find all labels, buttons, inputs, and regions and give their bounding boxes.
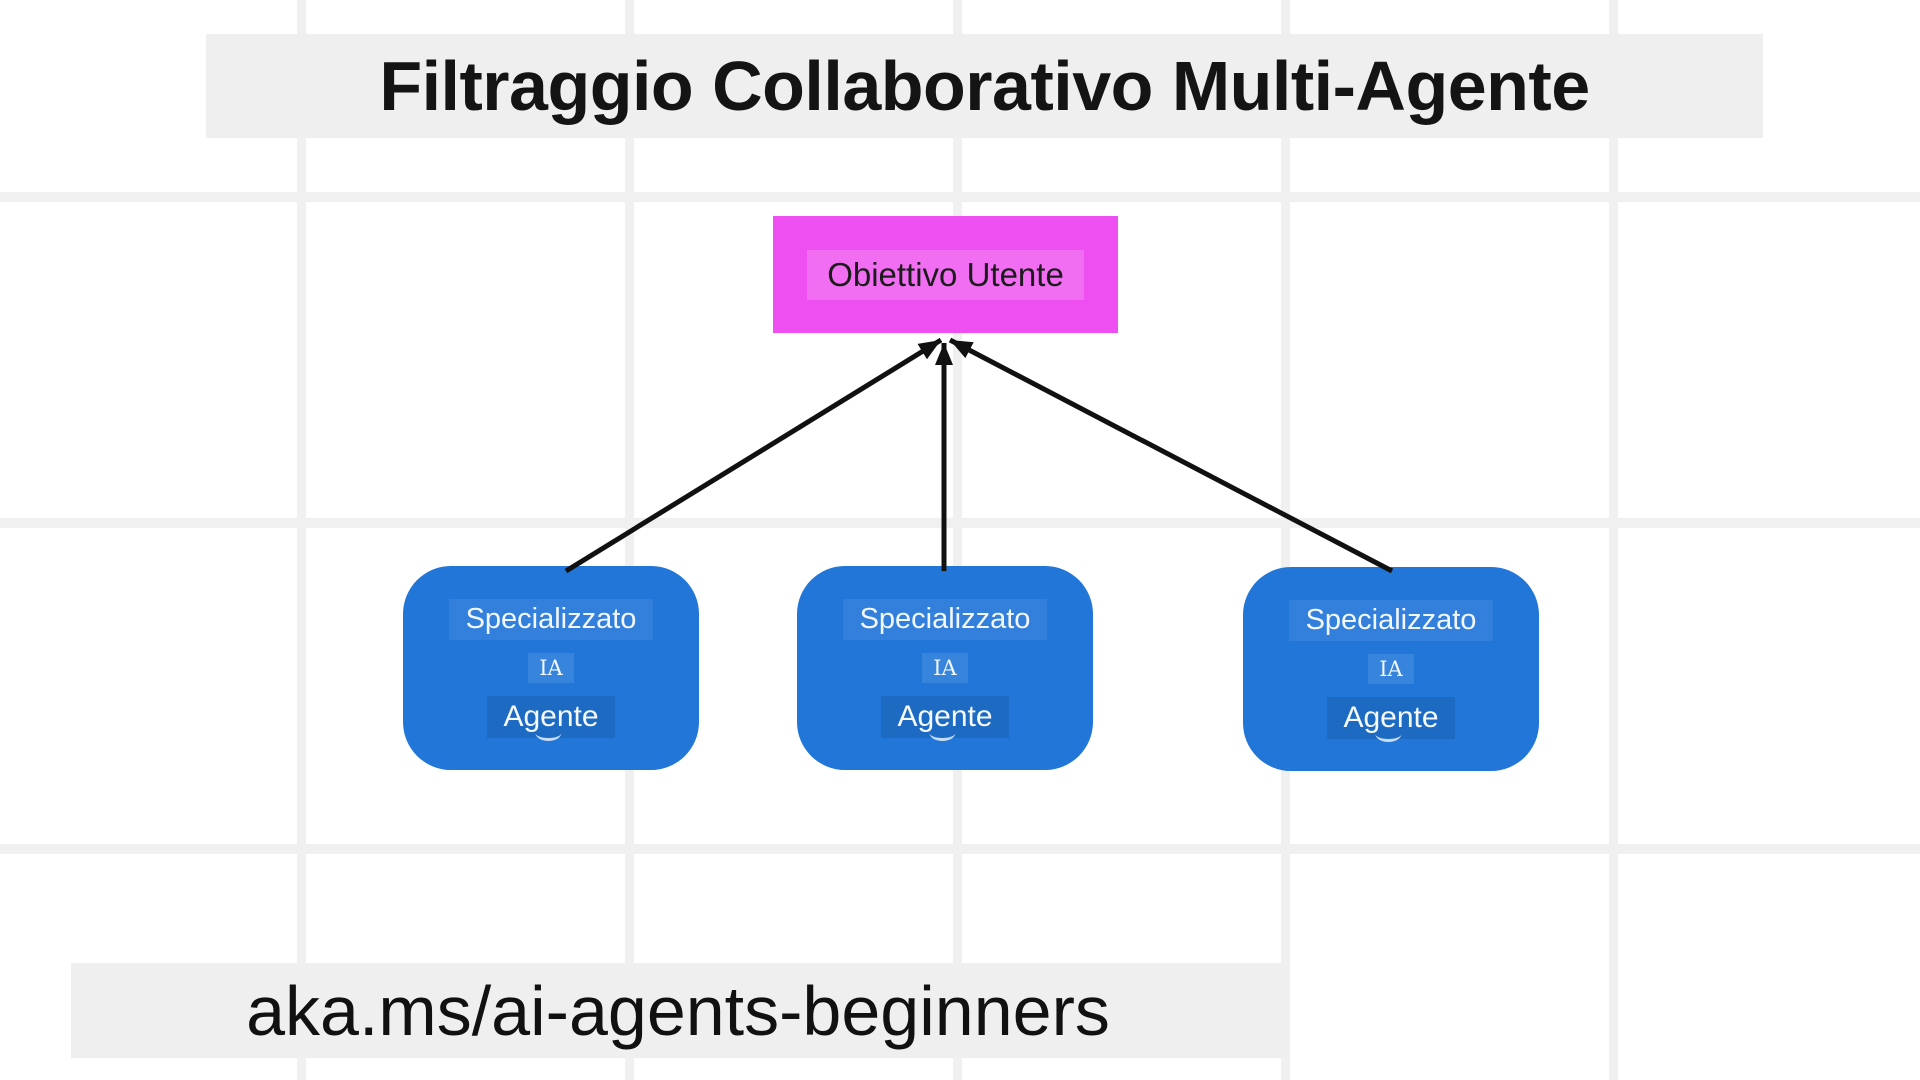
diagram-title-panel: Filtraggio Collaborativo Multi-Agente — [206, 34, 1763, 138]
agent-node-2: Specializzato IA Agente — [797, 566, 1093, 770]
agent-type-label: Agente — [487, 695, 615, 738]
arrow-agent3-to-goal — [948, 337, 1394, 574]
agent-type-label: Agente — [881, 695, 1009, 738]
agent-role-label: Specializzato — [842, 598, 1048, 640]
agent-tech-label: IA — [528, 652, 574, 683]
agent-role-label: Specializzato — [448, 598, 654, 640]
agent-tech-label: IA — [1368, 653, 1414, 684]
goal-node-label: Obiettivo Utente — [807, 249, 1084, 300]
agent-tech-label: IA — [922, 652, 968, 683]
agent-role-label: Specializzato — [1288, 599, 1494, 641]
goal-node: Obiettivo Utente — [773, 216, 1118, 333]
agent-node-3: Specializzato IA Agente — [1243, 567, 1539, 771]
footer-link-panel: aka.ms/ai-agents-beginners — [71, 963, 1285, 1058]
agent-type-label: Agente — [1327, 696, 1455, 739]
footer-link: aka.ms/ai-agents-beginners — [246, 971, 1110, 1050]
diagram-title: Filtraggio Collaborativo Multi-Agente — [379, 47, 1590, 125]
agent-node-1: Specializzato IA Agente — [403, 566, 699, 770]
arrow-agent1-to-goal — [564, 337, 943, 574]
